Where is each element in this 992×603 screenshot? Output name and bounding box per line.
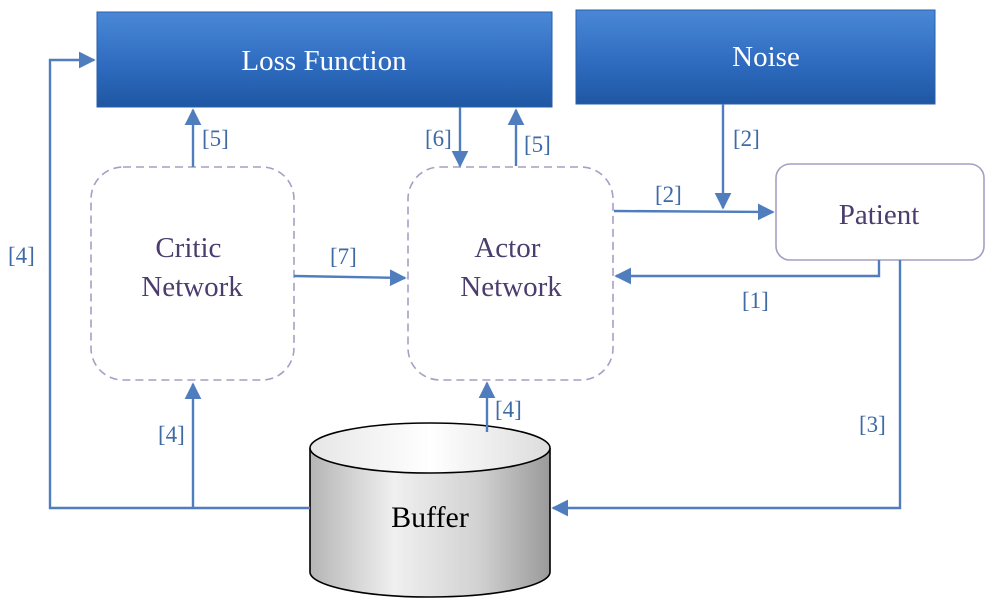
label-buffer-to-loss: [4] xyxy=(8,243,35,268)
edge-actor-to-patient xyxy=(613,203,775,221)
critic-network-line-2: Network xyxy=(141,271,243,303)
label-critic-to-actor: [7] xyxy=(330,244,357,269)
actor-network-label: Actor Network xyxy=(460,232,562,303)
edge-patient-to-actor xyxy=(614,260,881,285)
edge-patient-to-buffer xyxy=(551,260,902,517)
patient-label: Patient xyxy=(839,199,920,231)
label-actor-to-patient: [2] xyxy=(655,182,682,207)
actor-network-line-2: Network xyxy=(460,271,562,303)
edge-buffer-to-loss xyxy=(48,51,310,510)
loss-function-label: Loss Function xyxy=(241,45,407,77)
patient-box: Patient xyxy=(775,163,985,261)
label-patient-to-actor: [1] xyxy=(742,288,769,313)
actor-network-box: Actor Network xyxy=(407,166,614,381)
label-patient-to-buffer: [3] xyxy=(859,412,886,437)
loss-function-box: Loss Function xyxy=(96,11,553,108)
label-buffer-to-actor: [4] xyxy=(495,397,522,422)
buffer-cylinder: Buffer xyxy=(309,422,551,598)
actor-network-line-1: Actor xyxy=(474,232,540,264)
label-critic-to-loss: [5] xyxy=(202,126,229,151)
noise-box: Noise xyxy=(575,9,936,105)
critic-network-box: Critic Network xyxy=(90,166,295,381)
label-noise-path: [2] xyxy=(733,126,760,151)
label-loss-to-actor: [6] xyxy=(425,126,452,151)
edge-critic-to-actor xyxy=(293,269,407,287)
buffer-label: Buffer xyxy=(391,501,469,534)
critic-network-line-1: Critic xyxy=(155,232,221,264)
critic-network-label: Critic Network xyxy=(141,232,243,303)
label-buffer-to-critic: [4] xyxy=(158,422,185,447)
label-actor-to-loss: [5] xyxy=(524,132,551,157)
noise-label: Noise xyxy=(732,41,800,73)
